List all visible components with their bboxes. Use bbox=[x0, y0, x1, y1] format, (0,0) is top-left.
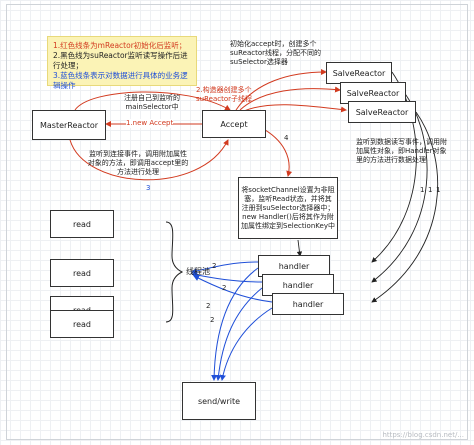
canvas-frame bbox=[6, 4, 468, 440]
slave-reactor-node-3: SalveReactor bbox=[348, 101, 416, 123]
register-label: 注册自己到监听的mainSelector中 bbox=[124, 94, 180, 111]
edge-register bbox=[74, 91, 231, 111]
send-edge-num-2: 2 bbox=[210, 316, 215, 324]
socket-channel-box: 将socketChannel设置为非阻塞，监听Read状态，并将其注册到suSe… bbox=[238, 177, 338, 239]
pool-edge-num-1: 2 bbox=[212, 262, 217, 270]
slave-edge-num-2: 1 bbox=[428, 186, 433, 194]
init-accept-label: 初始化accept时，创建多个suReactor线程，分配不同的suSelect… bbox=[230, 40, 321, 66]
read-box-4: read bbox=[50, 310, 114, 338]
edge-handler3-send bbox=[220, 307, 273, 381]
slave-edge-num-3: 1 bbox=[436, 186, 441, 194]
listen-conn-label: 监听到连接事件，调用附加属性对象的方法，即调用accept里的方法进行处理 bbox=[87, 150, 189, 176]
slave-edge-num-1: 1 bbox=[420, 186, 425, 194]
edge-construct-2 bbox=[239, 86, 341, 111]
construct-label: 2.构造器创建多个suReactor子线程 bbox=[196, 86, 252, 103]
send-edge-num-1: 2 bbox=[206, 302, 211, 310]
handler-box-1: handler bbox=[258, 255, 330, 277]
edge-construct-3 bbox=[243, 104, 347, 113]
legend-line-red: 1.红色线条为mReactor初始化后监听； bbox=[53, 41, 187, 50]
send-write-box: send/write bbox=[182, 382, 256, 420]
master-reactor-node: MasterReactor bbox=[32, 110, 106, 140]
edge-construct-1 bbox=[235, 69, 327, 111]
step3-label: 3 bbox=[146, 184, 151, 192]
legend-note: 1.红色线条为mReactor初始化后监听； 2.黑色线为suReactor监听… bbox=[47, 36, 197, 90]
legend-line-black: 2.黑色线为suReactor监听读写操作后进行处理； bbox=[53, 51, 188, 70]
edge-step3 bbox=[69, 139, 229, 181]
pool-edge-num-2: 2 bbox=[222, 284, 227, 292]
edge-handler2-pool bbox=[191, 272, 263, 283]
watermark: https://blog.csdn.net/... bbox=[382, 431, 464, 439]
threadpool-brace bbox=[165, 221, 184, 323]
edge-handler3-pool bbox=[193, 275, 273, 303]
edge-handler1-pool bbox=[191, 261, 259, 274]
handler-box-3: handler bbox=[272, 293, 344, 315]
edge-handler1-send bbox=[211, 267, 259, 381]
legend-line-blue: 3.蓝色线条表示对数据进行具体的业务逻辑操作 bbox=[53, 71, 188, 90]
slave-reactor-node-1: SalveReactor bbox=[326, 62, 392, 84]
listen-rw-label: 监听到数据读写事件，调用附加属性对象，即Handler对象里的方法进行数据处理 bbox=[356, 138, 447, 164]
read-box-2: read bbox=[50, 259, 114, 287]
edge-channel-handler bbox=[296, 239, 303, 257]
new-accept-label: 1.new Accept bbox=[126, 119, 174, 128]
edge-slave3-handler bbox=[371, 111, 439, 303]
accept-node: Accept bbox=[202, 110, 266, 138]
read-box-1: read bbox=[50, 210, 114, 238]
socket-channel-text: 将socketChannel设置为非阻塞，监听Read状态，并将其注册到suSe… bbox=[241, 185, 335, 230]
edge-handler2-send bbox=[215, 287, 263, 381]
threadpool-label: 线程池 bbox=[186, 267, 210, 276]
step4-label: 4 bbox=[284, 134, 289, 142]
